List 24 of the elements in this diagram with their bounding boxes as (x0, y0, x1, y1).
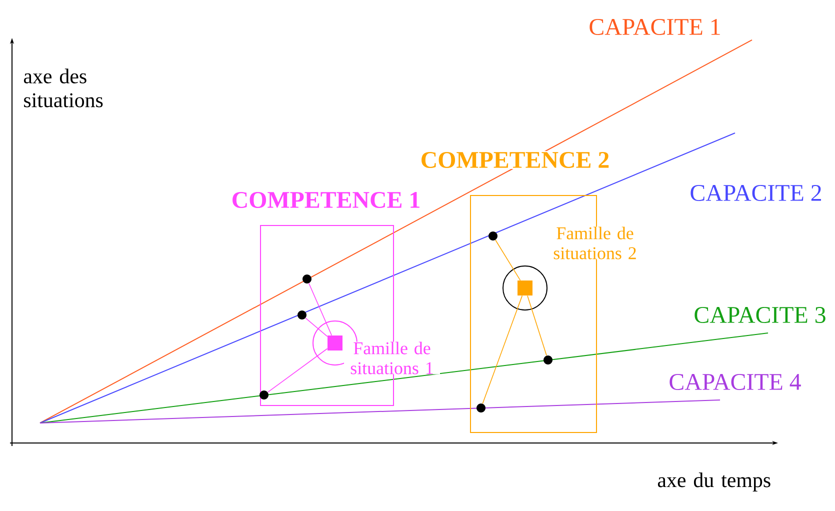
situation-dot (488, 232, 498, 240)
axis-label: axe des situations (24, 68, 103, 108)
connector-line (527, 295, 547, 356)
capacity-label: CAPACITE 1 (590, 18, 720, 36)
family-square (518, 280, 532, 296)
capacity-label: CAPACITE 3 (694, 306, 826, 324)
connector-line (495, 240, 521, 281)
situation-dot (544, 356, 552, 364)
capacity-label: CAPACITE 4 (670, 374, 801, 390)
family-square (328, 336, 342, 350)
family-label: Famille de situations 2 (547, 226, 643, 260)
situation-dot (260, 390, 268, 400)
family-label: Famille de situations 1 (344, 342, 440, 374)
situation-dot (476, 404, 486, 412)
node-label: COMPETENCE 1 (232, 192, 420, 208)
node-label: COMPETENCE 2 (422, 152, 609, 168)
connector-line (267, 348, 328, 393)
connector-line (305, 318, 328, 337)
axis-label: axe du temps (658, 472, 770, 492)
situation-dot (302, 274, 312, 284)
connector-line (308, 282, 332, 336)
connector-line (482, 295, 523, 404)
situation-dot (298, 310, 306, 320)
capacity-label: CAPACITE 2 (690, 184, 821, 202)
